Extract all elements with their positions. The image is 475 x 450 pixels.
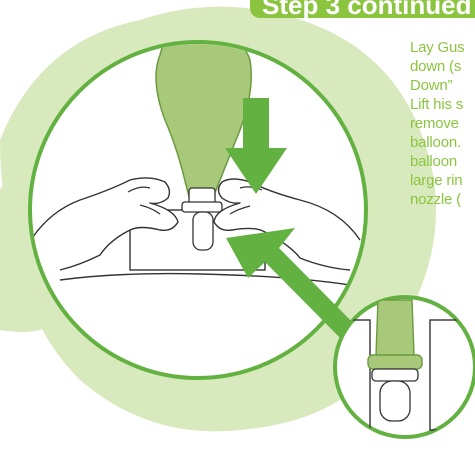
- instruction-line: down (s: [410, 57, 475, 76]
- instruction-line: Lift his s: [410, 95, 475, 114]
- instruction-line: balloon.: [410, 133, 475, 152]
- instruction-line: Lay Gus: [410, 38, 475, 57]
- instruction-line: large rin: [410, 171, 475, 190]
- instruction-line: remove: [410, 114, 475, 133]
- instruction-line: nozzle (: [410, 190, 475, 209]
- heading-banner: Step 3 continued: [250, 0, 475, 20]
- instruction-text: Lay Gus down (s Down” Lift his s remove …: [410, 38, 475, 209]
- heading-text: Step 3 continued: [262, 0, 471, 20]
- instruction-line: balloon: [410, 152, 475, 171]
- instruction-line: Down”: [410, 76, 475, 95]
